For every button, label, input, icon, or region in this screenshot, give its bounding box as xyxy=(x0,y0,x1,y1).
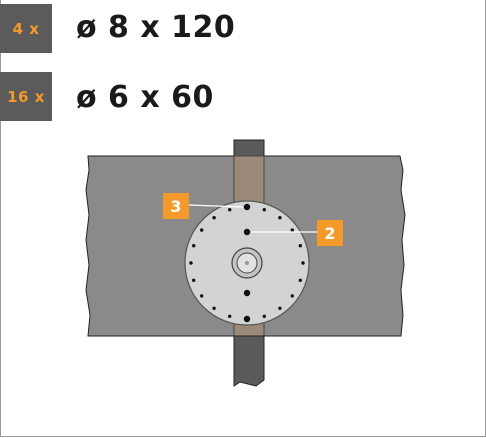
small-hole xyxy=(200,294,204,298)
small-hole xyxy=(228,208,232,212)
small-hole xyxy=(192,244,196,248)
small-hole xyxy=(290,228,294,232)
callout-2: 2 xyxy=(317,220,343,246)
fastener-spec-2: ø 6 x 60 xyxy=(76,80,214,115)
small-hole xyxy=(228,314,232,318)
quantity-badge-1: 4 x xyxy=(0,4,52,53)
small-hole xyxy=(192,278,196,282)
small-hole xyxy=(200,228,204,232)
small-hole xyxy=(301,261,305,265)
hole-large-lower xyxy=(243,289,251,297)
post-bottom xyxy=(233,335,265,387)
quantity-label-2: 16 x xyxy=(7,87,45,106)
small-hole xyxy=(212,306,216,310)
callout-3-label: 3 xyxy=(170,196,182,216)
small-hole xyxy=(290,294,294,298)
center-hub-dot xyxy=(245,261,249,265)
small-hole xyxy=(212,216,216,220)
fastener-spec-1: ø 8 x 120 xyxy=(76,10,236,45)
quantity-badge-2: 16 x xyxy=(0,72,52,121)
small-hole xyxy=(189,261,193,265)
small-hole-ring xyxy=(189,208,305,318)
hole-large-upper xyxy=(243,228,251,236)
hole-large-top xyxy=(243,203,251,211)
small-hole xyxy=(278,306,282,310)
callout-2-label: 2 xyxy=(324,223,336,243)
small-hole xyxy=(298,278,302,282)
small-hole xyxy=(298,244,302,248)
quantity-label-1: 4 x xyxy=(12,19,40,38)
callout-3: 3 xyxy=(163,193,189,219)
small-hole xyxy=(262,314,266,318)
small-hole xyxy=(262,208,266,212)
hole-large-bottom xyxy=(243,315,251,323)
leader-line-3 xyxy=(187,204,244,208)
small-hole xyxy=(278,216,282,220)
